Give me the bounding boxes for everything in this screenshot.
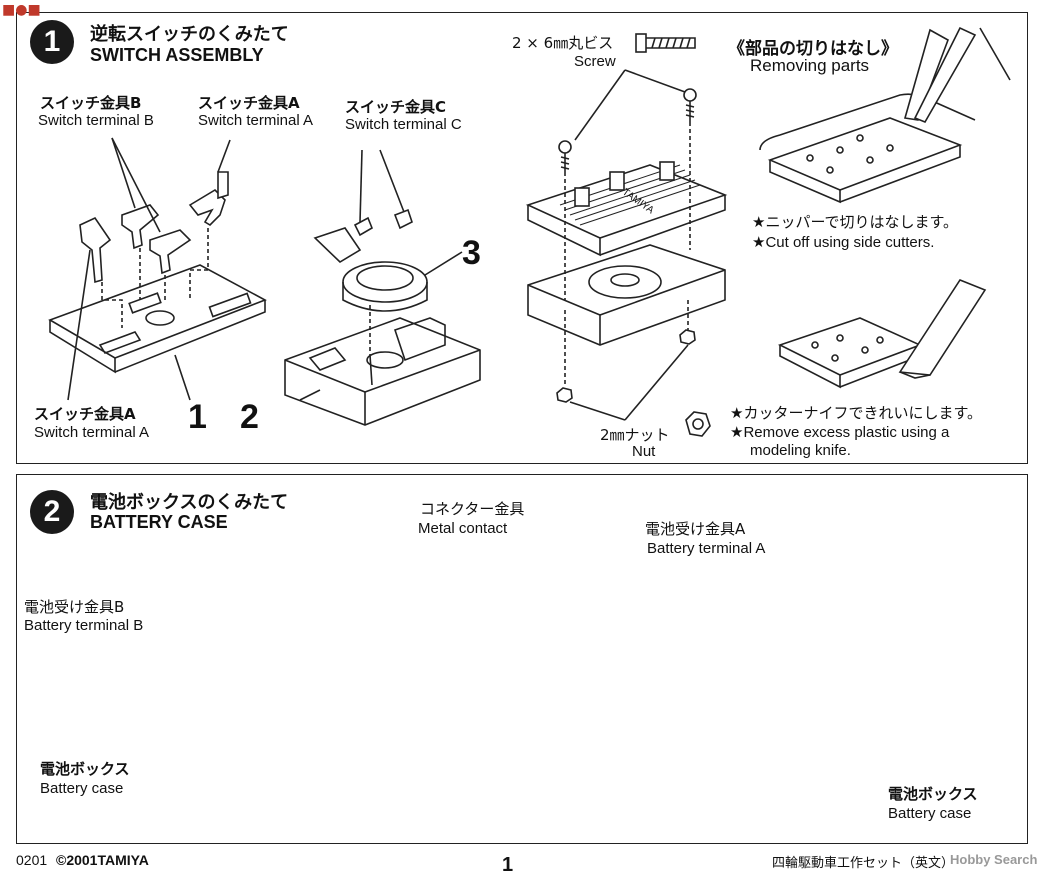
- cut-instruction-en: ★Cut off using side cutters.: [752, 234, 935, 251]
- knife-instruction-en-line1: ★Remove excess plastic using a: [730, 424, 950, 441]
- step2-title-jp: 電池ボックスのくみたて: [90, 492, 289, 513]
- hobby-search-logo: ■●■: [2, 2, 41, 18]
- knife-instruction-en-line2: modeling knife.: [750, 442, 851, 459]
- parts-frame-cutting: [759, 93, 976, 204]
- nut-sample-icon: [685, 411, 711, 437]
- footer-copyright: ©2001TAMIYA: [56, 852, 149, 868]
- switch-terminal-a-top-label-jp: スイッチ金具A: [198, 94, 300, 112]
- modeling-knife-icon: [898, 279, 987, 379]
- switch-base-plate-part1: [48, 264, 267, 374]
- battery-terminal-b-label-jp: 電池受け金具B: [24, 598, 125, 616]
- nut-left: [556, 387, 573, 403]
- switch-terminal-c-label-jp: スイッチ金具C: [345, 98, 447, 116]
- screw-label-en: Screw: [574, 53, 616, 70]
- removing-parts-label-jp: 《部品の切りはなし》: [728, 39, 898, 59]
- battery-case-right-label-jp: 電池ボックス: [888, 785, 978, 803]
- part-number-1: 1: [188, 398, 207, 436]
- battery-terminal-a-label-jp: 電池受け金具A: [645, 520, 746, 538]
- step1-number-badge: 1: [30, 20, 74, 64]
- screw-sample: [635, 33, 696, 53]
- switch-housing-part2: [284, 317, 481, 426]
- step2-panel: [16, 474, 1028, 844]
- metal-contact-label-jp: コネクター金具: [420, 500, 525, 518]
- step1-title-jp: 逆転スイッチのくみたて: [90, 24, 289, 45]
- nut-right: [679, 329, 696, 345]
- switch-terminal-c-label-en: Switch terminal C: [345, 116, 462, 133]
- part-number-2: 2: [240, 398, 259, 436]
- page-number: 1: [502, 854, 514, 876]
- switch-terminal-b-part-2: [149, 229, 192, 275]
- side-cutters-icon: [903, 26, 1011, 124]
- switch-terminal-a-bottom-label-jp: スイッチ金具A: [34, 405, 136, 423]
- battery-case-left-label-en: Battery case: [40, 780, 124, 797]
- footer-product-name: 四輪駆動車工作セット（英文）: [772, 856, 955, 871]
- cut-instruction-jp: ★ニッパーで切りはなします。: [752, 213, 959, 231]
- battery-terminal-b-label-en: Battery terminal B: [24, 617, 144, 634]
- part-number-3: 3: [462, 234, 481, 272]
- switch-terminal-a-part: [79, 216, 112, 284]
- switch-terminal-b-part-1: [121, 204, 160, 250]
- parts-knife-trimming: [777, 317, 923, 389]
- switch-terminal-a-top-label-en: Switch terminal A: [198, 112, 314, 129]
- switch-terminal-a-part-top: [188, 171, 229, 227]
- battery-case-right-label-en: Battery case: [888, 805, 972, 822]
- knife-instruction-jp: ★カッターナイフできれいにします。: [730, 404, 982, 422]
- switch-terminal-b-label-en: Switch terminal B: [38, 112, 154, 129]
- battery-terminal-a-label-en: Battery terminal A: [647, 540, 766, 557]
- screw-right: [683, 88, 697, 122]
- footer-watermark: Hobby Search: [950, 852, 1038, 867]
- switch-lower-housing: [527, 244, 726, 346]
- step1-title-en: SWITCH ASSEMBLY: [90, 45, 264, 65]
- switch-terminal-b-label-jp: スイッチ金具B: [40, 94, 142, 112]
- step2-title-en: BATTERY CASE: [90, 512, 228, 532]
- battery-case-left-label-jp: 電池ボックス: [40, 760, 130, 778]
- nut-label-jp: 2㎜ナット: [600, 426, 670, 444]
- nut-label-en: Nut: [632, 443, 656, 460]
- screw-left: [558, 140, 572, 172]
- switch-top-cover: [525, 161, 728, 257]
- step2-number-badge: 2: [30, 490, 74, 534]
- removing-parts-label-en: Removing parts: [750, 56, 870, 75]
- footer-code: 0201: [16, 852, 48, 868]
- switch-terminal-a-bottom-label-en: Switch terminal A: [34, 424, 150, 441]
- metal-contact-label-en: Metal contact: [418, 520, 508, 537]
- switch-rotor-part3: [313, 208, 428, 312]
- screw-label-jp: 2 × 6㎜丸ビス: [512, 34, 614, 52]
